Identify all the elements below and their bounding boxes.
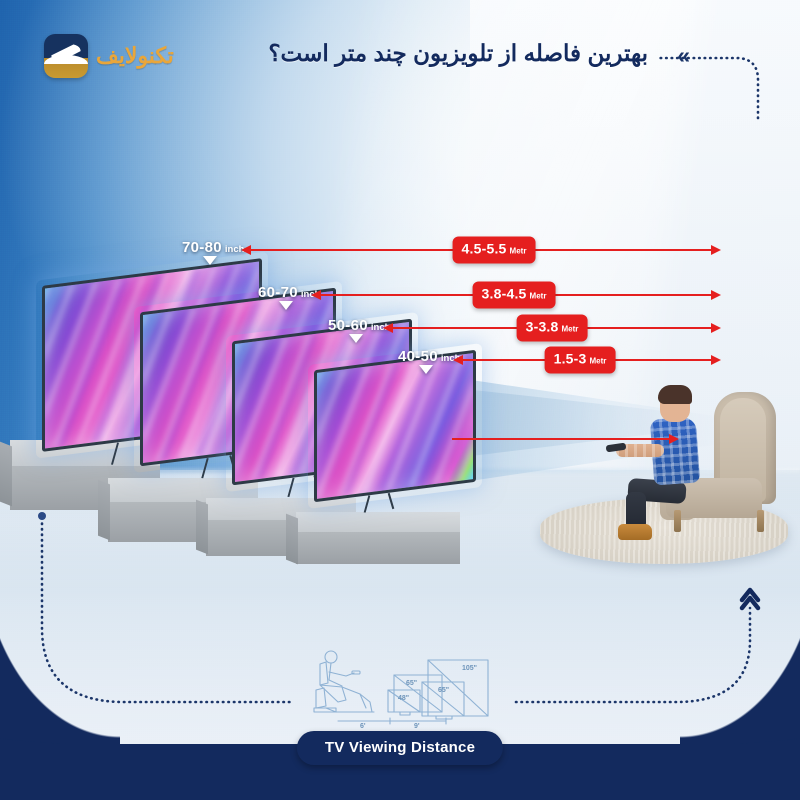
- tv-size-value-4: 40-50: [398, 348, 438, 365]
- pointer-triangle-4: [419, 365, 433, 374]
- tv-size-unit-1: inch: [224, 244, 245, 255]
- tv-size-value-3: 50-60: [328, 317, 368, 334]
- brand-logo-text: تکنولایف: [96, 43, 174, 68]
- tv-plinth-4: [286, 512, 460, 565]
- seated-viewer: [605, 385, 722, 540]
- distance-value-3: 3-3.8: [525, 318, 559, 335]
- arrow-head-left-4: [453, 355, 463, 365]
- arrow-head-right-1: [711, 245, 721, 255]
- tv-size-unit-4: inch: [440, 353, 461, 364]
- arrow-head-right-3: [711, 323, 721, 333]
- pointer-triangle-1: [203, 256, 217, 265]
- tv-size-unit-2: inch: [300, 289, 321, 300]
- arrow-head-left-2: [311, 290, 321, 300]
- tv-size-value-1: 70-80: [182, 239, 222, 256]
- arrow-head-left-1: [241, 245, 251, 255]
- pointer-triangle-2: [279, 301, 293, 310]
- technolife-logo-mark-icon: [44, 34, 88, 78]
- distance-unit-1: Metr: [509, 246, 527, 256]
- tv-unit-4: [314, 349, 476, 513]
- distance-unit-3: Metr: [561, 324, 579, 334]
- arrow-head-left-3: [383, 323, 393, 333]
- arrow-head-right-4: [711, 355, 721, 365]
- header: تکنولایف بهترین فاصله از تلویزیون چند مت…: [0, 0, 800, 96]
- distance-unit-4: Metr: [589, 356, 607, 366]
- pointer-triangle-3: [349, 334, 363, 343]
- arrow-head-right-2: [711, 290, 721, 300]
- tv-size-unit-3: inch: [370, 322, 391, 333]
- page-title: بهترین فاصله از تلویزیون چند متر است؟: [268, 40, 648, 66]
- distance-unit-2: Metr: [529, 291, 547, 301]
- brand-logo[interactable]: تکنولایف: [44, 34, 174, 78]
- distance-value-2: 3.8-4.5: [481, 285, 527, 302]
- tv-size-value-2: 60-70: [258, 284, 298, 301]
- tv-screen-4: [314, 349, 476, 503]
- footer-pill-label: TV Viewing Distance: [296, 731, 504, 765]
- distance-value-4: 1.5-3: [553, 350, 587, 367]
- viewer-distance-arrow: [452, 434, 679, 444]
- arrow-head-right-viewer: [669, 434, 679, 444]
- double-chevron-left-icon: «: [677, 42, 690, 68]
- distance-value-1: 4.5-5.5: [461, 240, 507, 257]
